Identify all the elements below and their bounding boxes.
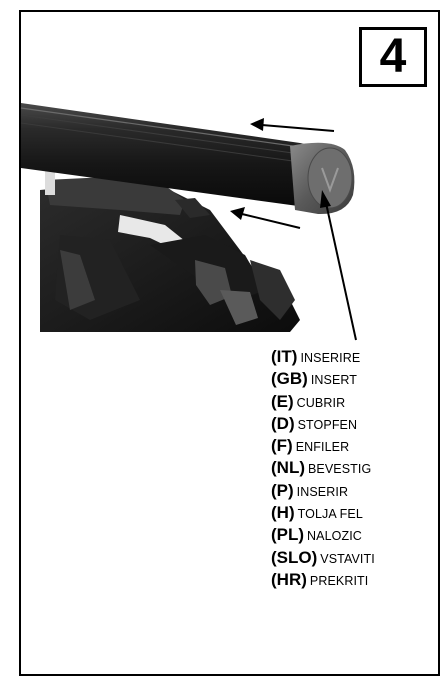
end-cap: [290, 142, 355, 215]
instruction-item: (SLO)VSTAVITI: [271, 547, 375, 569]
instruction-text: ENFILER: [295, 440, 350, 455]
language-code: (D): [271, 413, 295, 433]
slide-arrow-top: [250, 118, 335, 132]
pointer-arrow: [320, 190, 357, 341]
language-code: (NL): [271, 458, 305, 478]
instruction-item: (NL)BEVESTIG: [271, 457, 375, 479]
instruction-item: (GB)INSERT: [271, 368, 375, 390]
language-code: (SLO): [271, 547, 318, 567]
language-code: (HR): [271, 569, 307, 589]
instruction-text: CUBRIR: [296, 395, 346, 410]
instruction-text: STOPFEN: [297, 417, 358, 432]
instruction-item: (E)CUBRIR: [271, 391, 375, 413]
instruction-item: (P)INSERIR: [271, 480, 375, 502]
language-code: (H): [271, 503, 295, 523]
instruction-text: PREKRITI: [309, 573, 369, 588]
instruction-text: BEVESTIG: [307, 462, 372, 477]
instruction-item: (HR)PREKRITI: [271, 569, 375, 591]
instruction-text: VSTAVITI: [320, 551, 375, 566]
roof-foot: [40, 170, 300, 332]
step-number: 4: [379, 30, 407, 83]
language-code: (PL): [271, 525, 305, 545]
instruction-item: (F)ENFILER: [271, 435, 375, 457]
instruction-list: (IT)INSERIRE (GB)INSERT (E)CUBRIR (D)STO…: [271, 346, 375, 591]
language-code: (IT): [271, 347, 298, 366]
language-code: (GB): [271, 369, 308, 389]
language-code: (P): [271, 480, 294, 500]
instruction-item: (D)STOPFEN: [271, 413, 375, 435]
instruction-text: INSERT: [310, 373, 358, 388]
language-code: (F): [271, 436, 293, 456]
slide-arrow-bottom: [230, 207, 301, 229]
roof-bar: [20, 103, 318, 207]
instruction-item: (PL)NALOZIC: [271, 524, 375, 546]
instruction-text: TOLJA FEL: [297, 507, 363, 522]
instruction-text: NALOZIC: [307, 529, 362, 544]
instruction-item: (H)TOLJA FEL: [271, 502, 375, 524]
step-number-box: 4: [359, 27, 427, 87]
language-code: (E): [271, 391, 294, 411]
instruction-text: INSERIR: [296, 484, 349, 499]
instruction-item: (IT)INSERIRE: [271, 346, 375, 368]
instruction-text: INSERIRE: [300, 351, 361, 365]
